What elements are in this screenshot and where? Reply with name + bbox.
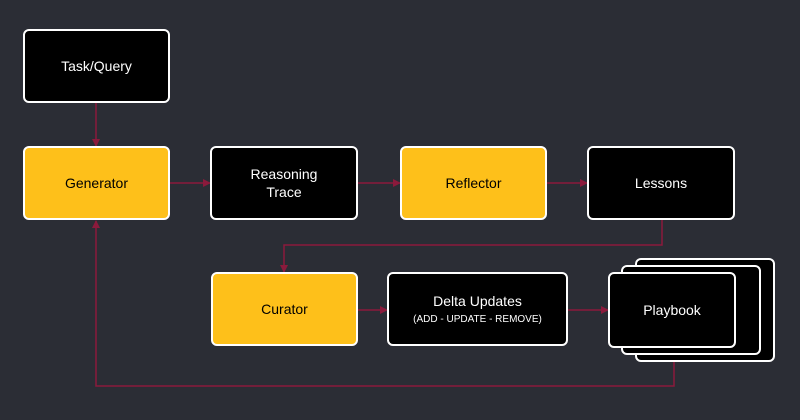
- reflector-label: Reflector: [445, 175, 502, 191]
- generator-node: Generator: [23, 146, 170, 220]
- delta-updates-node: Delta Updates (ADD - UPDATE - REMOVE): [387, 272, 568, 346]
- arrow-lessons-to-curator: [280, 220, 663, 273]
- lessons-label: Lessons: [634, 175, 688, 191]
- reflector-node: Reflector: [400, 146, 547, 220]
- lessons-node: Lessons: [587, 146, 735, 220]
- playbook-node: Playbook: [608, 272, 736, 348]
- reasoning-trace-label-line-2: Trace: [266, 184, 302, 200]
- playbook-label: Playbook: [643, 302, 701, 318]
- arrow-playbook-to-generator: [92, 220, 675, 387]
- curator-label: Curator: [261, 301, 308, 317]
- reasoning-trace-node: Reasoning Trace: [210, 146, 358, 220]
- task-query-node: Task/Query: [23, 29, 170, 103]
- delta-updates-subtitle: (ADD - UPDATE - REMOVE): [413, 313, 542, 325]
- task-query-label: Task/Query: [61, 58, 132, 74]
- generator-label: Generator: [64, 175, 129, 191]
- curator-node: Curator: [211, 272, 358, 346]
- delta-updates-title: Delta Updates: [433, 292, 522, 309]
- reasoning-trace-label-line-1: Reasoning: [250, 166, 318, 182]
